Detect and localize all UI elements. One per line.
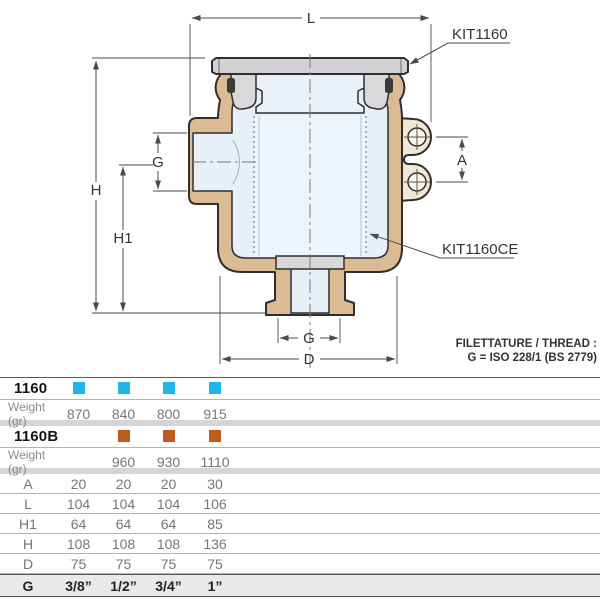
dimension-row-D: D 75 75 75 75 [0,554,600,574]
color-swatch [209,430,221,443]
weight-row-1160: Weight (gr) 870 840 800 915 [0,400,600,428]
dim-label-G-bottom: G [303,330,315,347]
dim-label-H: H [91,182,102,199]
dimension-row-H: H 108 108 108 136 [0,534,600,554]
seal-right [385,78,393,93]
series-row-1160: 1160 [0,378,600,400]
seal-left [227,78,235,93]
dim-label-G-side: G [152,154,164,171]
color-swatch [162,382,175,395]
svg-text:KIT1160CE: KIT1160CE [442,241,518,258]
cover-nut [230,73,390,110]
mounting-lugs [397,117,432,202]
thread-note: FILETTATURE / THREAD : G = ISO 228/1 (BS… [456,338,598,364]
dim-label-A: A [457,152,467,169]
weight-row-1160B: Weight (gr) 960 930 1110 [0,448,600,476]
weight-label: Weight (gr) [8,400,46,428]
svg-text:G = ISO 228/1 (BS 2779): G = ISO 228/1 (BS 2779) [468,352,598,364]
strainer-cross-section-drawing: L H H1 G A G D KIT1160 KIT1160CE FILETTA… [91,10,598,368]
dimension-row-L: L 104 104 104 106 [0,494,600,514]
series-row-1160B: 1160B [0,426,600,448]
callout-kit1160ce: KIT1160CE [369,233,518,259]
color-swatch [117,430,130,443]
series-code: 1160 [14,380,48,397]
section-divider [0,468,600,474]
color-swatch [72,382,85,395]
callout-kit1160: KIT1160 [409,26,510,65]
weight-label: Weight (gr) [8,448,46,476]
dimension-row-G-thread: G 3/8” 1/2” 3/4” 1” [0,574,600,597]
color-swatch [117,382,130,395]
dim-label-H1: H1 [113,230,132,247]
svg-text:FILETTATURE / THREAD :: FILETTATURE / THREAD : [456,338,597,350]
color-swatch [162,430,175,443]
dim-label-D: D [304,351,315,368]
section-divider [0,420,600,426]
spec-table: 1160 Weight (gr) 870 840 800 915 1160B W… [0,377,600,597]
series-code: 1160B [14,428,59,445]
color-swatch [209,382,221,395]
svg-text:KIT1160: KIT1160 [452,26,508,43]
dimension-row-H1: H1 64 64 64 85 [0,514,600,534]
dimension-row-A: A 20 20 20 30 [0,474,600,494]
dim-label-L: L [307,10,315,27]
